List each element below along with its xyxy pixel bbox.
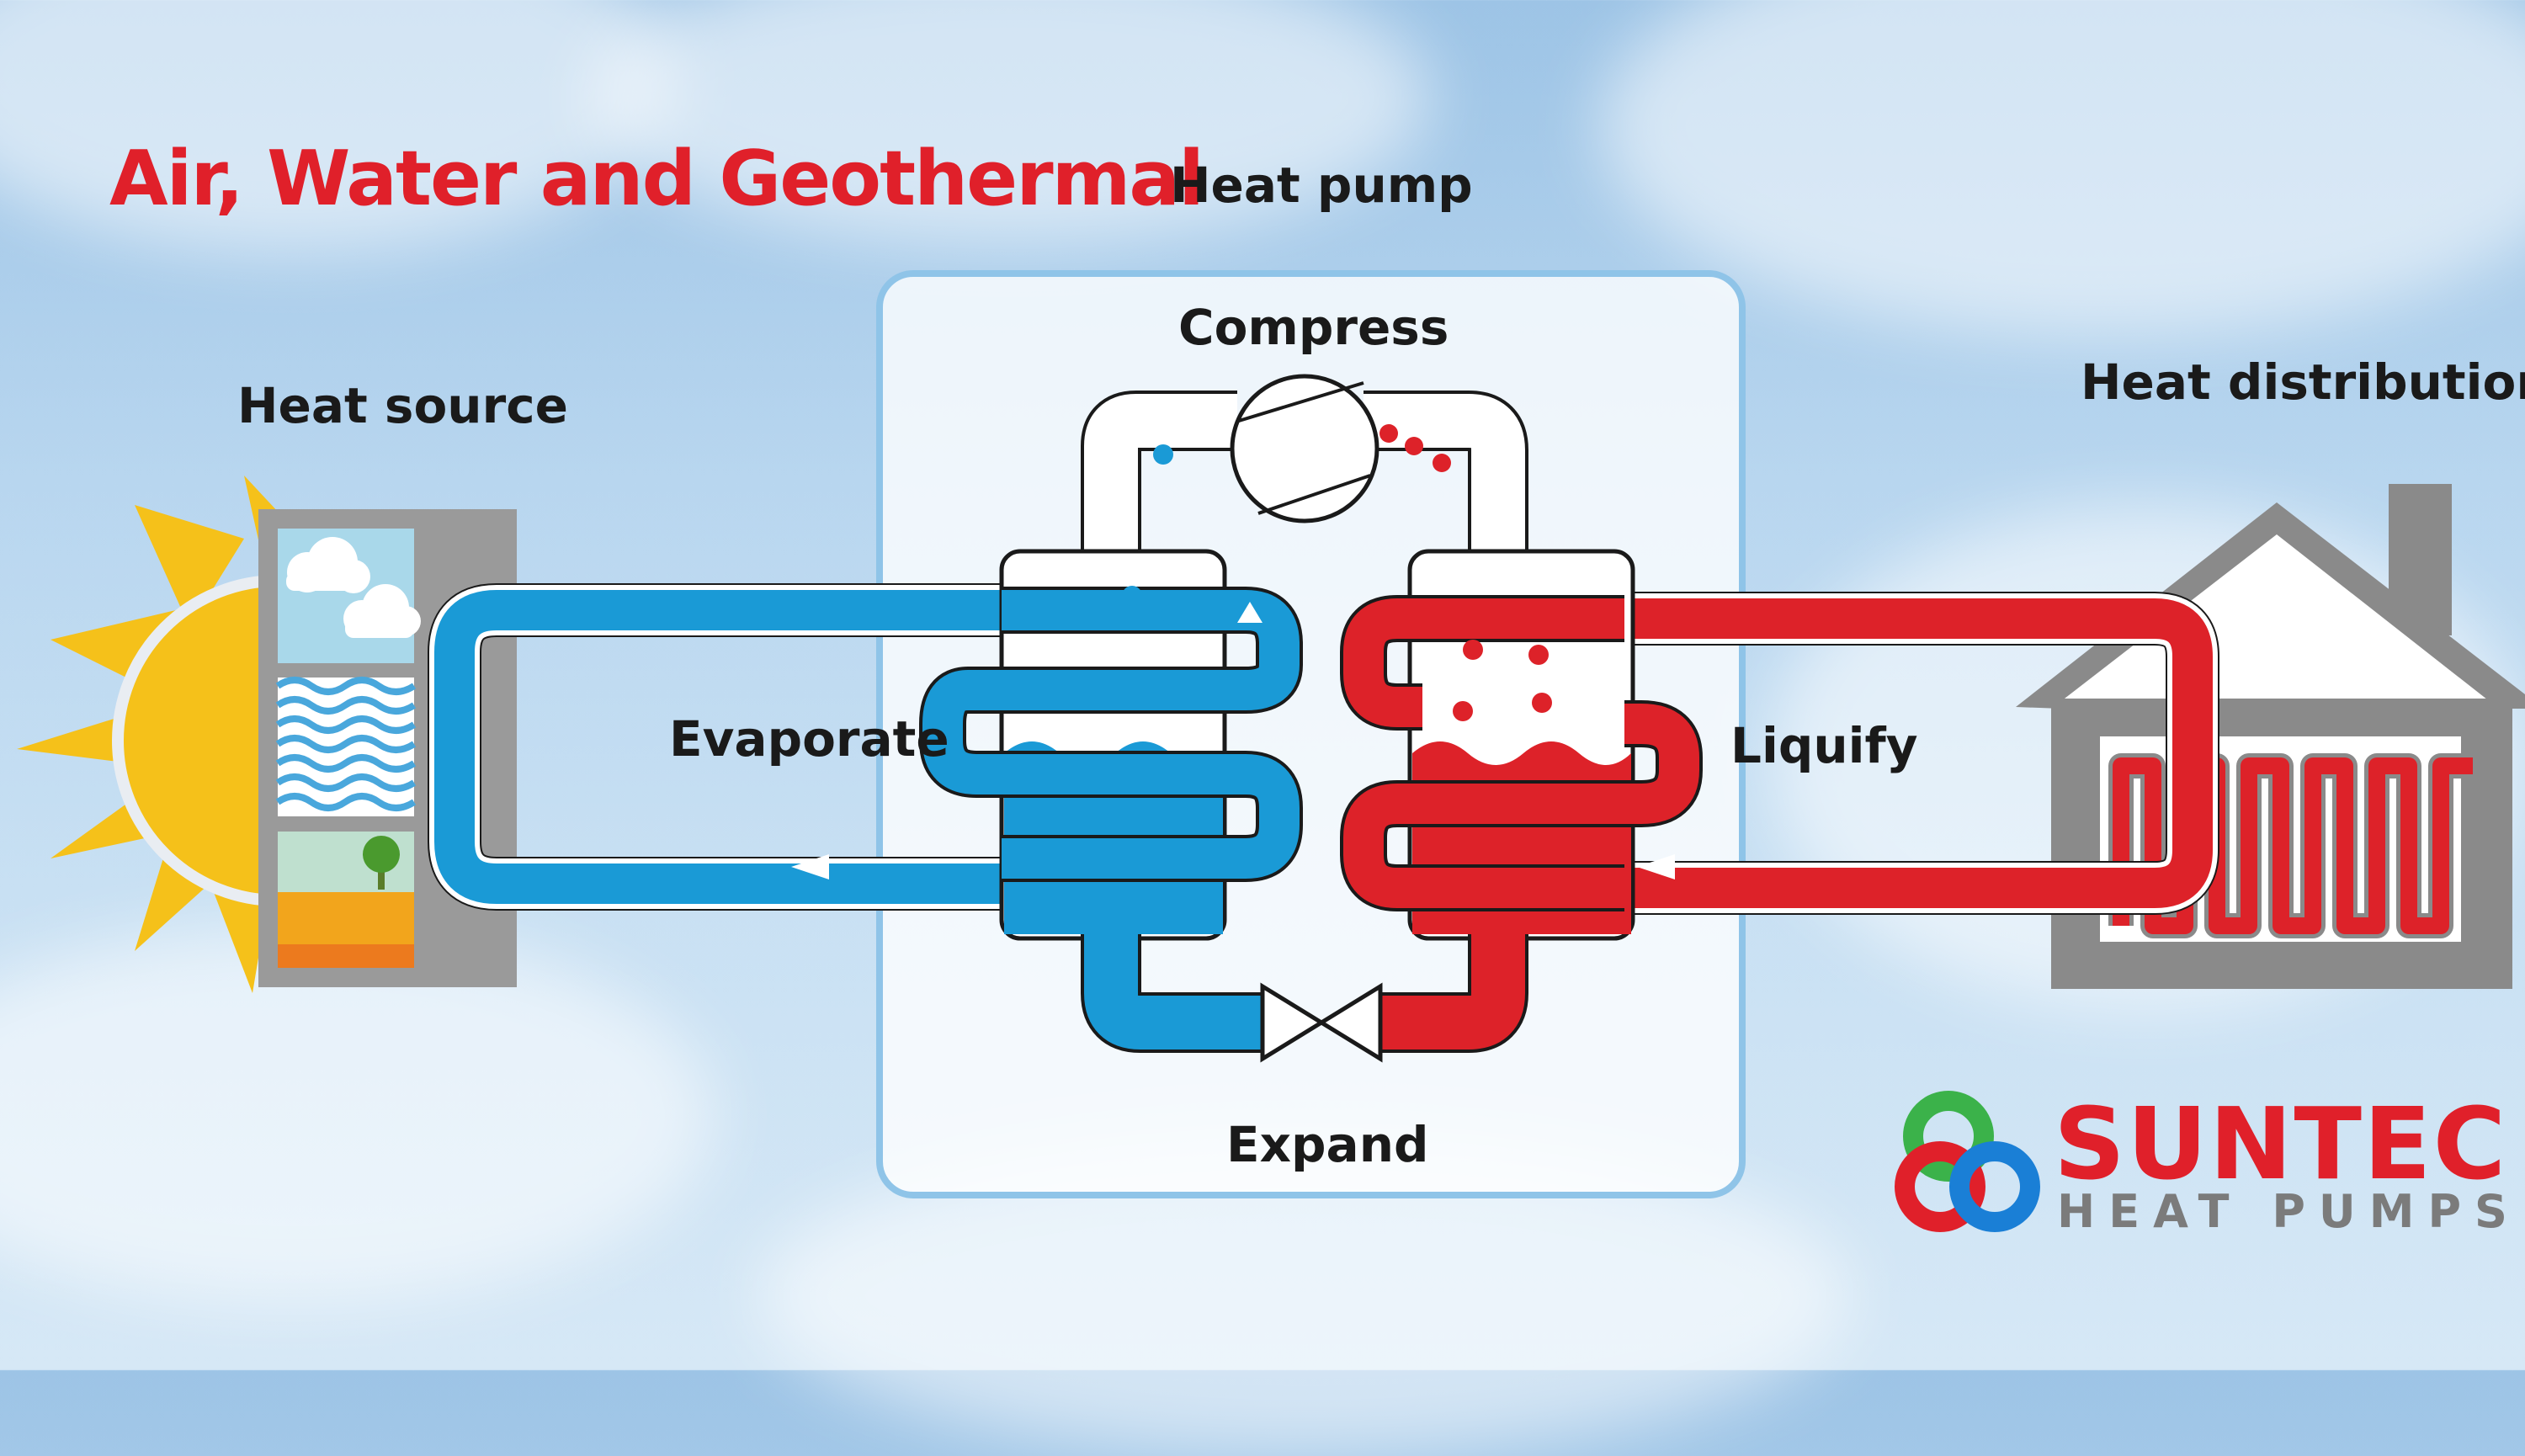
heat-bubble <box>1532 693 1552 713</box>
brand-tagline: HEAT PUMPS <box>2057 1185 2521 1238</box>
ground-layer-top <box>278 892 414 944</box>
vapor-bubble <box>1162 604 1182 624</box>
hot-flow-arrow-in <box>1637 854 1675 879</box>
heat-source-label: Heat source <box>237 377 568 434</box>
heat-bubble <box>1453 701 1473 721</box>
evaporator-flow-arrow <box>1237 602 1262 623</box>
heat-pump-label: Heat pump <box>1170 157 1473 214</box>
water-waves-icon <box>275 677 417 811</box>
evaporator-tank <box>919 444 1303 1053</box>
heat-pump-diagram <box>17 270 2525 1232</box>
brand-logo-icon <box>1895 1091 2040 1232</box>
cloud-icon <box>286 537 421 638</box>
page-title: Air, Water and Geothermal <box>109 135 1204 223</box>
ground-layer-bottom <box>278 944 414 968</box>
vapor-bubble <box>1122 586 1142 606</box>
background-cloud <box>589 0 1431 244</box>
background-cloud <box>0 926 715 1305</box>
heat-distribution-label: Heat distribution <box>2081 353 2525 411</box>
heat-bubble <box>1528 645 1549 665</box>
heat-bubble <box>1405 437 1423 455</box>
brand-name: SUNTEC <box>2054 1086 2508 1202</box>
cold-flow-arrow <box>791 854 829 879</box>
heat-bubble <box>1433 454 1451 472</box>
compressor-icon <box>1230 374 1379 523</box>
house-icon <box>2016 484 2525 989</box>
condenser-tank <box>1340 424 1703 1053</box>
expand-label: Expand <box>1226 1116 1429 1173</box>
heat-bubble <box>1379 424 1398 443</box>
liquify-label: Liquify <box>1730 717 1918 774</box>
tree-icon <box>363 836 400 890</box>
evaporate-label: Evaporate <box>669 710 949 768</box>
vapor-bubble <box>1153 444 1173 465</box>
compress-label: Compress <box>1178 299 1449 356</box>
expansion-valve-icon <box>1260 982 1383 1063</box>
heat-bubble <box>1463 640 1483 660</box>
